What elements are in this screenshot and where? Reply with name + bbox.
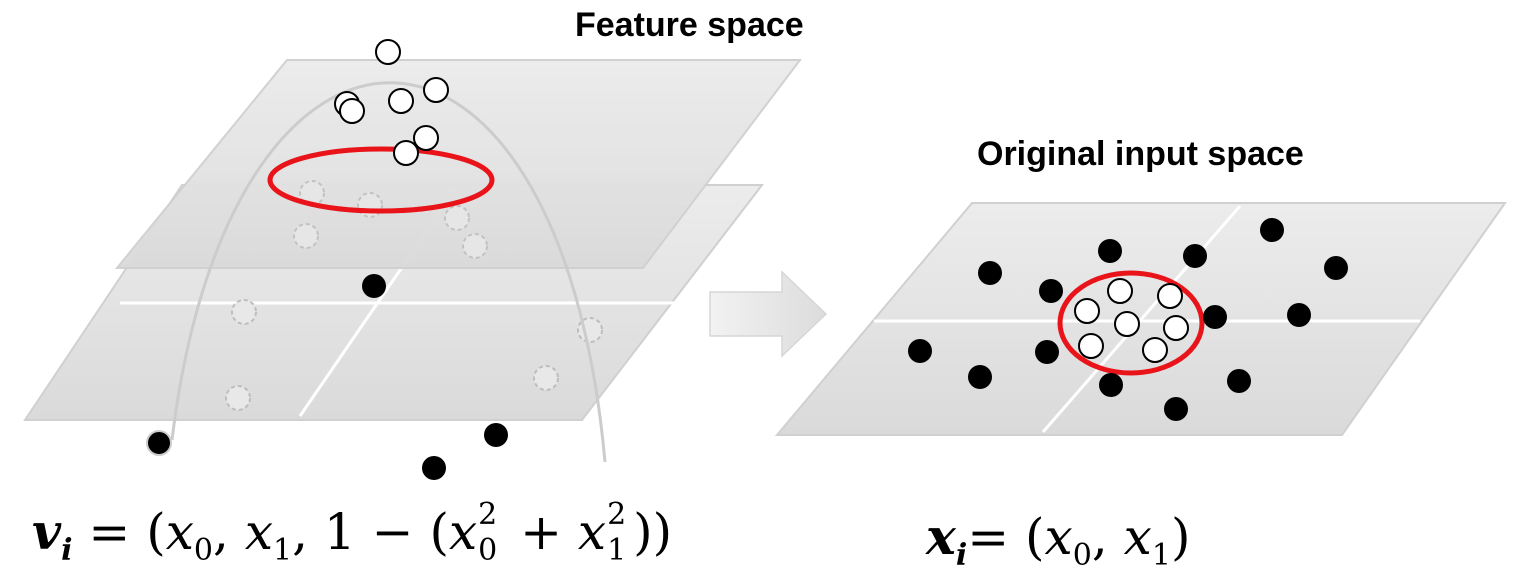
class-b-point	[1099, 373, 1123, 397]
feature-class-b-points	[146, 274, 508, 480]
feature-class-a-points	[334, 39, 449, 166]
input-space-panel	[774, 202, 1507, 436]
formula-x1-squared-sub: 1	[607, 533, 627, 568]
formula-x1-squared-base: x	[577, 503, 607, 561]
faded-point	[231, 299, 257, 325]
formula-x0-squared-sup: 2	[478, 497, 498, 532]
faded-point	[444, 205, 470, 231]
class-b-point	[978, 261, 1002, 285]
input-class-b-points	[908, 218, 1348, 421]
input-class-a-points	[1074, 278, 1189, 363]
class-b-point	[146, 430, 172, 456]
class-b-point	[1260, 218, 1284, 242]
formula-equals: =	[88, 503, 131, 561]
feature-space-panel	[23, 39, 803, 480]
input-decision-ellipse	[1057, 270, 1205, 376]
class-b-point	[484, 423, 508, 447]
feature-decision-ellipse	[267, 146, 495, 214]
class-a-point	[1114, 311, 1140, 337]
class-a-point	[1107, 278, 1133, 304]
class-b-point	[1227, 369, 1251, 393]
faded-point	[462, 233, 488, 259]
class-a-point	[413, 125, 439, 151]
class-b-point	[1164, 397, 1188, 421]
feature-faded-points	[225, 299, 603, 411]
class-b-point	[1324, 256, 1348, 280]
class-a-point	[1163, 315, 1189, 341]
class-b-point	[1098, 239, 1122, 263]
formula-open-paren: (	[146, 503, 166, 561]
formula-x0: x	[165, 503, 194, 561]
formula-minus: −	[371, 503, 414, 561]
faded-point	[225, 385, 251, 411]
formula-x0-squared-base: x	[448, 503, 478, 561]
formula-x0-squared-sub: 0	[478, 533, 498, 568]
formula-comma: ,	[213, 503, 229, 561]
formula-lhs-symbol: v	[32, 502, 62, 561]
formula-x1-squared-sup: 2	[607, 497, 627, 532]
input-formula-x1-sub: 1	[1151, 538, 1171, 573]
input-space-title: Original input space	[977, 135, 1304, 173]
class-b-point	[362, 274, 386, 298]
formula-x0-sub: 0	[193, 533, 213, 568]
class-a-point	[1078, 333, 1104, 359]
class-b-point	[1035, 340, 1059, 364]
faded-point	[293, 223, 319, 249]
class-a-point	[1157, 283, 1183, 309]
input-formula-lhs-symbol: x	[926, 507, 956, 566]
input-formula-open-paren: (	[1025, 508, 1045, 566]
class-b-point	[422, 456, 446, 480]
input-formula-x0: x	[1044, 508, 1073, 566]
formula-one: 1	[323, 503, 356, 561]
input-formula-x0-sub: 0	[1072, 538, 1092, 573]
formula-close-parens: ))	[633, 503, 673, 561]
feature-upper-plane	[114, 59, 803, 269]
class-b-point	[968, 365, 992, 389]
paraboloid-curve	[170, 81, 607, 463]
class-a-point	[375, 39, 401, 65]
formula-lhs-index: i	[61, 533, 73, 568]
class-a-point	[393, 140, 419, 166]
mapping-arrow	[709, 270, 828, 358]
formula-plus: +	[520, 503, 562, 561]
formula-open-paren-inner: (	[429, 503, 449, 561]
input-formula-comma: ,	[1091, 508, 1108, 566]
class-b-point	[908, 339, 932, 363]
class-b-point	[1203, 305, 1227, 329]
class-a-point	[423, 77, 449, 103]
class-a-point	[1074, 298, 1100, 324]
formula-x1-sub: 1	[273, 533, 293, 568]
class-a-point	[1142, 337, 1168, 363]
class-b-point	[1287, 303, 1311, 327]
feature-space-title: Feature space	[575, 6, 804, 44]
input-formula-close-paren: )	[1170, 508, 1191, 566]
input-formula-equals: =	[967, 508, 1010, 566]
input-formula-x1: x	[1123, 508, 1152, 566]
class-b-point	[1183, 244, 1207, 268]
faded-point	[533, 365, 559, 391]
faded-point	[299, 180, 325, 206]
input-point-formula: xi= (x0, x1)	[926, 512, 1190, 571]
class-b-point	[1039, 279, 1063, 303]
class-a-point	[339, 98, 365, 124]
formula-comma: ,	[292, 503, 309, 561]
formula-x1: x	[244, 503, 274, 561]
class-a-point	[388, 88, 414, 114]
input-formula-lhs-index: i	[955, 538, 968, 573]
input-plane-axis-v	[1041, 205, 1242, 433]
